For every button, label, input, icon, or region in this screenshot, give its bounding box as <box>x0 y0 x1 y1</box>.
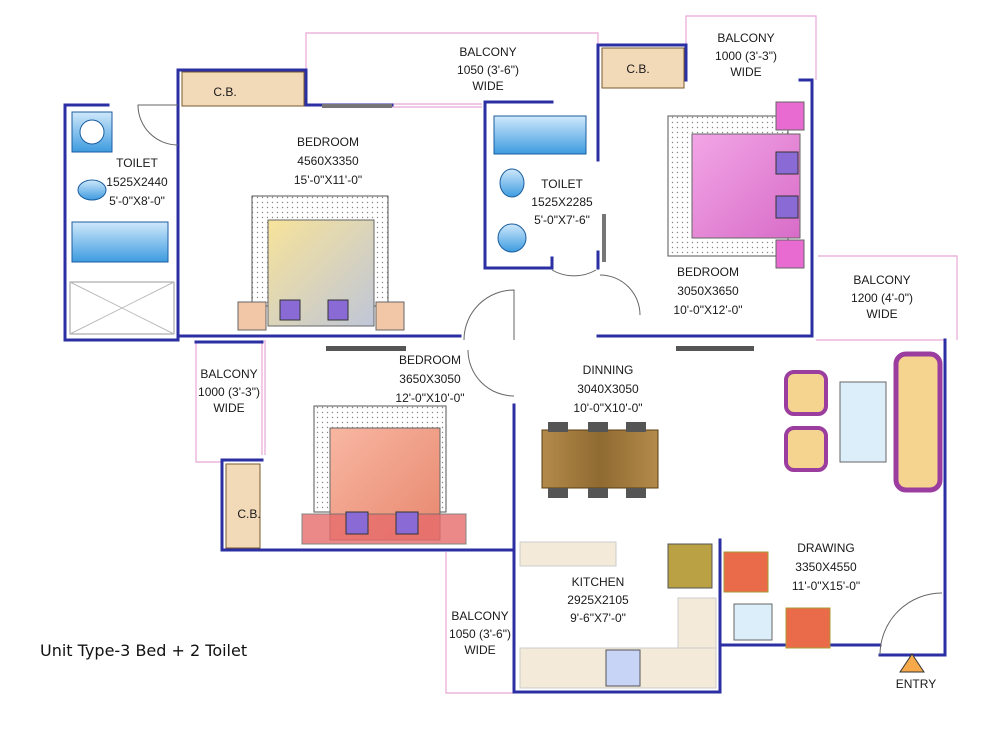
balcony-label-bottom: BALCONY 1050 (3'-6") WIDE <box>449 609 511 657</box>
kitchen-counter <box>519 541 717 689</box>
balcony-label-top: BALCONY 1050 (3'-6") WIDE <box>457 45 519 93</box>
room-label-drawing: DRAWING 3350X4550 11'-0"X15'-0" <box>792 541 860 593</box>
svg-text:1525X2440: 1525X2440 <box>106 175 168 189</box>
cupboard-label: C.B. <box>626 62 649 76</box>
svg-text:10'-0"X10'-0": 10'-0"X10'-0" <box>573 401 642 415</box>
svg-text:4560X3350: 4560X3350 <box>297 154 359 168</box>
svg-text:BALCONY: BALCONY <box>451 609 508 623</box>
svg-text:WIDE: WIDE <box>213 401 244 415</box>
svg-text:1200 (4'-0"): 1200 (4'-0") <box>851 291 913 305</box>
svg-text:WIDE: WIDE <box>464 643 495 657</box>
doors <box>137 104 943 656</box>
toilet-fixtures <box>69 111 587 335</box>
drawing-furniture <box>667 351 943 649</box>
dining-table <box>541 422 659 498</box>
room-label-bedroom-1: BEDROOM 4560X3350 15'-0"X11'-0" <box>294 135 362 187</box>
room-label-bedroom-3: BEDROOM 3650X3050 12'-0"X10'-0" <box>395 353 464 405</box>
room-label-toilet-2: TOILET 1525X2285 5'-0"X7'-6" <box>531 177 593 227</box>
svg-text:BEDROOM: BEDROOM <box>677 265 739 279</box>
plan-caption: Unit Type-3 Bed + 2 Toilet <box>40 641 247 660</box>
balcony-label-right: BALCONY 1200 (4'-0") WIDE <box>851 273 913 321</box>
entry-label: ENTRY <box>896 677 936 691</box>
entry-arrow-icon <box>899 653 925 673</box>
svg-text:1525X2285: 1525X2285 <box>531 195 593 209</box>
room-label-kitchen: KITCHEN 2925X2105 9'-6"X7'-0" <box>567 575 629 625</box>
svg-text:15'-0"X11'-0": 15'-0"X11'-0" <box>294 173 362 187</box>
svg-text:BEDROOM: BEDROOM <box>399 353 461 367</box>
balcony-label-left: BALCONY 1000 (3'-3") WIDE <box>198 367 260 415</box>
room-label-toilet-1: TOILET 1525X2440 5'-0"X8'-0" <box>106 156 168 208</box>
svg-text:BALCONY: BALCONY <box>717 31 774 45</box>
svg-text:1050 (3'-6"): 1050 (3'-6") <box>449 627 511 641</box>
svg-text:1050 (3'-6"): 1050 (3'-6") <box>457 63 519 77</box>
bed-bedroom-1 <box>237 195 405 331</box>
balcony-label-top-right: BALCONY 1000 (3'-3") WIDE <box>715 31 777 79</box>
svg-text:1000 (3'-3"): 1000 (3'-3") <box>715 49 777 63</box>
svg-text:TOILET: TOILET <box>116 156 158 170</box>
svg-text:WIDE: WIDE <box>730 65 761 79</box>
svg-text:DRAWING: DRAWING <box>797 541 855 555</box>
svg-text:12'-0"X10'-0": 12'-0"X10'-0" <box>395 391 464 405</box>
svg-text:BALCONY: BALCONY <box>853 273 910 287</box>
svg-text:11'-0"X15'-0": 11'-0"X15'-0" <box>792 579 860 593</box>
svg-text:BEDROOM: BEDROOM <box>297 135 359 149</box>
windows <box>322 104 754 351</box>
svg-text:1000 (3'-3"): 1000 (3'-3") <box>198 385 260 399</box>
svg-text:3350X4550: 3350X4550 <box>795 560 857 574</box>
cupboard-label: C.B. <box>213 85 236 99</box>
svg-text:KITCHEN: KITCHEN <box>572 575 625 589</box>
svg-text:BALCONY: BALCONY <box>200 367 257 381</box>
svg-text:WIDE: WIDE <box>866 307 897 321</box>
svg-text:5'-0"X7'-6": 5'-0"X7'-6" <box>534 213 590 227</box>
svg-text:3050X3650: 3050X3650 <box>677 284 739 298</box>
svg-text:TOILET: TOILET <box>541 177 583 191</box>
svg-text:2925X2105: 2925X2105 <box>567 593 629 607</box>
svg-text:9'-6"X7'-0": 9'-6"X7'-0" <box>570 611 626 625</box>
cupboards <box>181 47 685 549</box>
svg-text:3650X3050: 3650X3050 <box>399 372 461 386</box>
cupboard-label: C.B. <box>237 507 260 521</box>
svg-text:5'-0"X8'-0": 5'-0"X8'-0" <box>109 194 165 208</box>
svg-text:3040X3050: 3040X3050 <box>577 382 639 396</box>
bed-bedroom-3 <box>301 405 467 545</box>
svg-text:BALCONY: BALCONY <box>459 45 516 59</box>
svg-text:DINNING: DINNING <box>583 363 634 377</box>
room-label-dinning: DINNING 3040X3050 10'-0"X10'-0" <box>573 363 642 415</box>
svg-text:WIDE: WIDE <box>472 79 503 93</box>
room-label-bedroom-2: BEDROOM 3050X3650 10'-0"X12'-0" <box>673 265 742 317</box>
walls <box>63 43 947 694</box>
bed-bedroom-2 <box>667 101 805 269</box>
svg-text:10'-0"X12'-0": 10'-0"X12'-0" <box>673 303 742 317</box>
